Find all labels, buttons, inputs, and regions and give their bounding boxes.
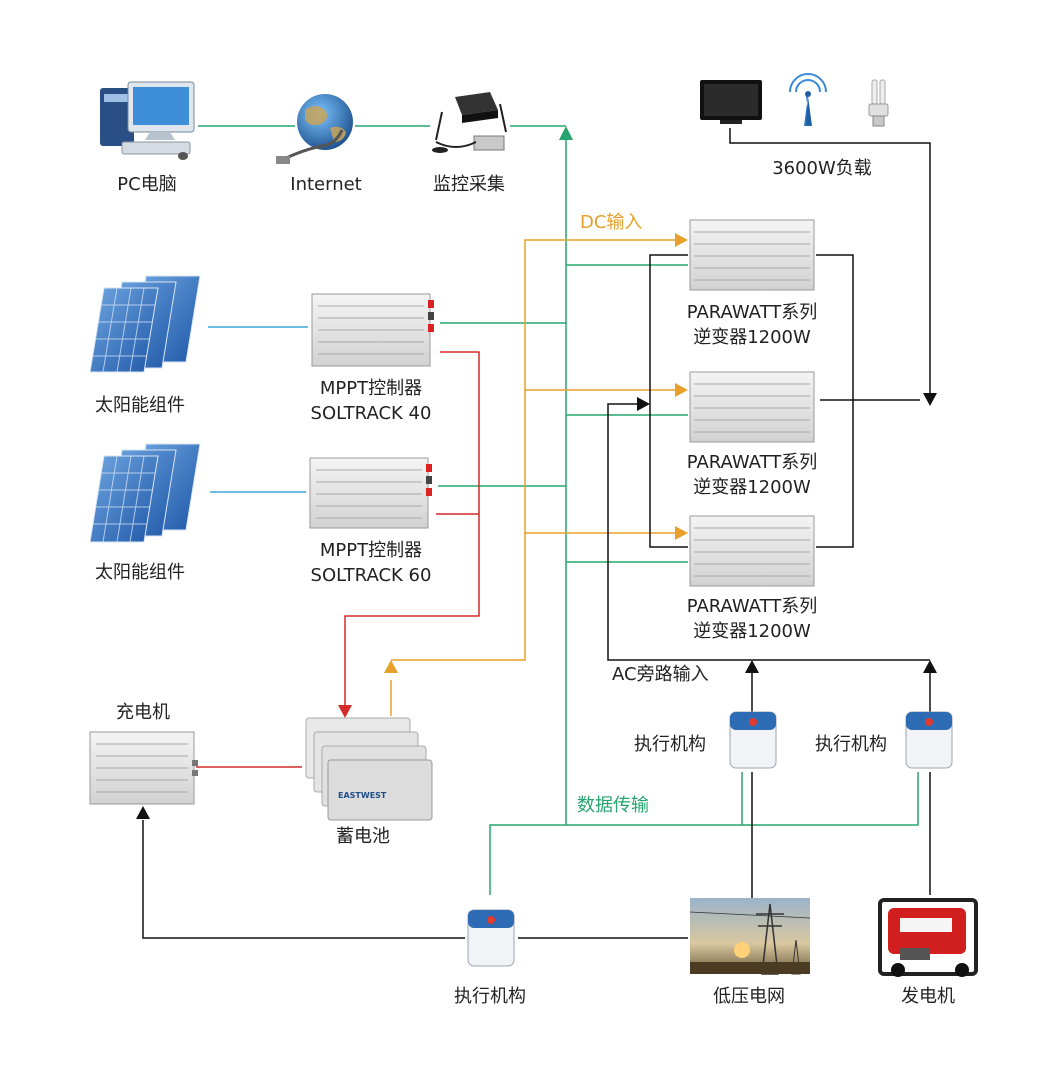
dc-input-label: DC输入: [580, 212, 643, 233]
blue-power-lines: [208, 326, 308, 493]
mppt60-label-1: MPPT控制器: [319, 540, 423, 561]
black-ac-lines: [142, 128, 931, 939]
lamp-icon: [868, 79, 889, 127]
ac-bypass-label: AC旁路输入: [612, 664, 709, 685]
data-transfer-label: 数据传输: [577, 795, 649, 816]
solar-panel-icon: [89, 275, 201, 373]
tv-icon: [700, 80, 762, 124]
pc-label: PC电脑: [117, 174, 177, 195]
red-battery-lines: [196, 351, 480, 768]
inverter-icon: [689, 219, 815, 291]
battery-brand-text: EASTWEST: [338, 791, 387, 800]
battery-icon: EASTWEST: [305, 717, 433, 821]
internet-label: Internet: [290, 174, 362, 195]
actuator-left-label: 执行机构: [634, 734, 706, 755]
green-data-lines: [198, 125, 919, 895]
black-arrowheads: [136, 393, 937, 819]
generator-icon: [878, 898, 978, 977]
mppt-controller-40-icon: [311, 293, 434, 367]
solar-panel-icon: [89, 443, 201, 543]
green-arrowhead: [559, 126, 573, 140]
monitor-device-icon: [432, 92, 507, 153]
inverter-icon: [689, 371, 815, 443]
mppt40-label-1: MPPT控制器: [319, 378, 423, 399]
inverter1-label-2: 逆变器1200W: [693, 327, 811, 348]
pc-icon: [100, 81, 195, 160]
inverter-icon: [689, 515, 815, 587]
solar1-label: 太阳能组件: [95, 395, 185, 416]
mppt40-label-2: SOLTRACK 40: [310, 403, 432, 424]
orange-arrowheads: [384, 233, 688, 673]
mppt60-label-2: SOLTRACK 60: [310, 565, 432, 586]
monitor-label: 监控采集: [433, 174, 505, 195]
actuator-icon: [467, 909, 515, 967]
actuator-icon: [905, 711, 953, 769]
load-label: 3600W负载: [772, 158, 872, 179]
charger-label: 充电机: [116, 702, 170, 723]
red-arrowhead: [338, 705, 352, 718]
inverter2-label-1: PARAWATT系列: [686, 452, 818, 473]
solar2-label: 太阳能组件: [95, 562, 185, 583]
globe-icon: [276, 94, 353, 164]
actuator-right-label: 执行机构: [815, 734, 887, 755]
actuator-bottom-label: 执行机构: [454, 986, 526, 1007]
actuator-icon: [729, 711, 777, 769]
grid-label: 低压电网: [713, 986, 785, 1007]
inverter3-label-2: 逆变器1200W: [693, 621, 811, 642]
antenna-tower-icon: [789, 73, 827, 126]
mppt-controller-60-icon: [309, 457, 432, 529]
inverter3-label-1: PARAWATT系列: [686, 596, 818, 617]
power-grid-icon: [689, 898, 811, 975]
orange-dc-lines: [390, 239, 678, 716]
battery-label: 蓄电池: [336, 826, 390, 847]
inverter1-label-1: PARAWATT系列: [686, 302, 818, 323]
generator-label: 发电机: [901, 986, 955, 1007]
inverter2-label-2: 逆变器1200W: [693, 477, 811, 498]
charger-icon: [89, 731, 198, 805]
